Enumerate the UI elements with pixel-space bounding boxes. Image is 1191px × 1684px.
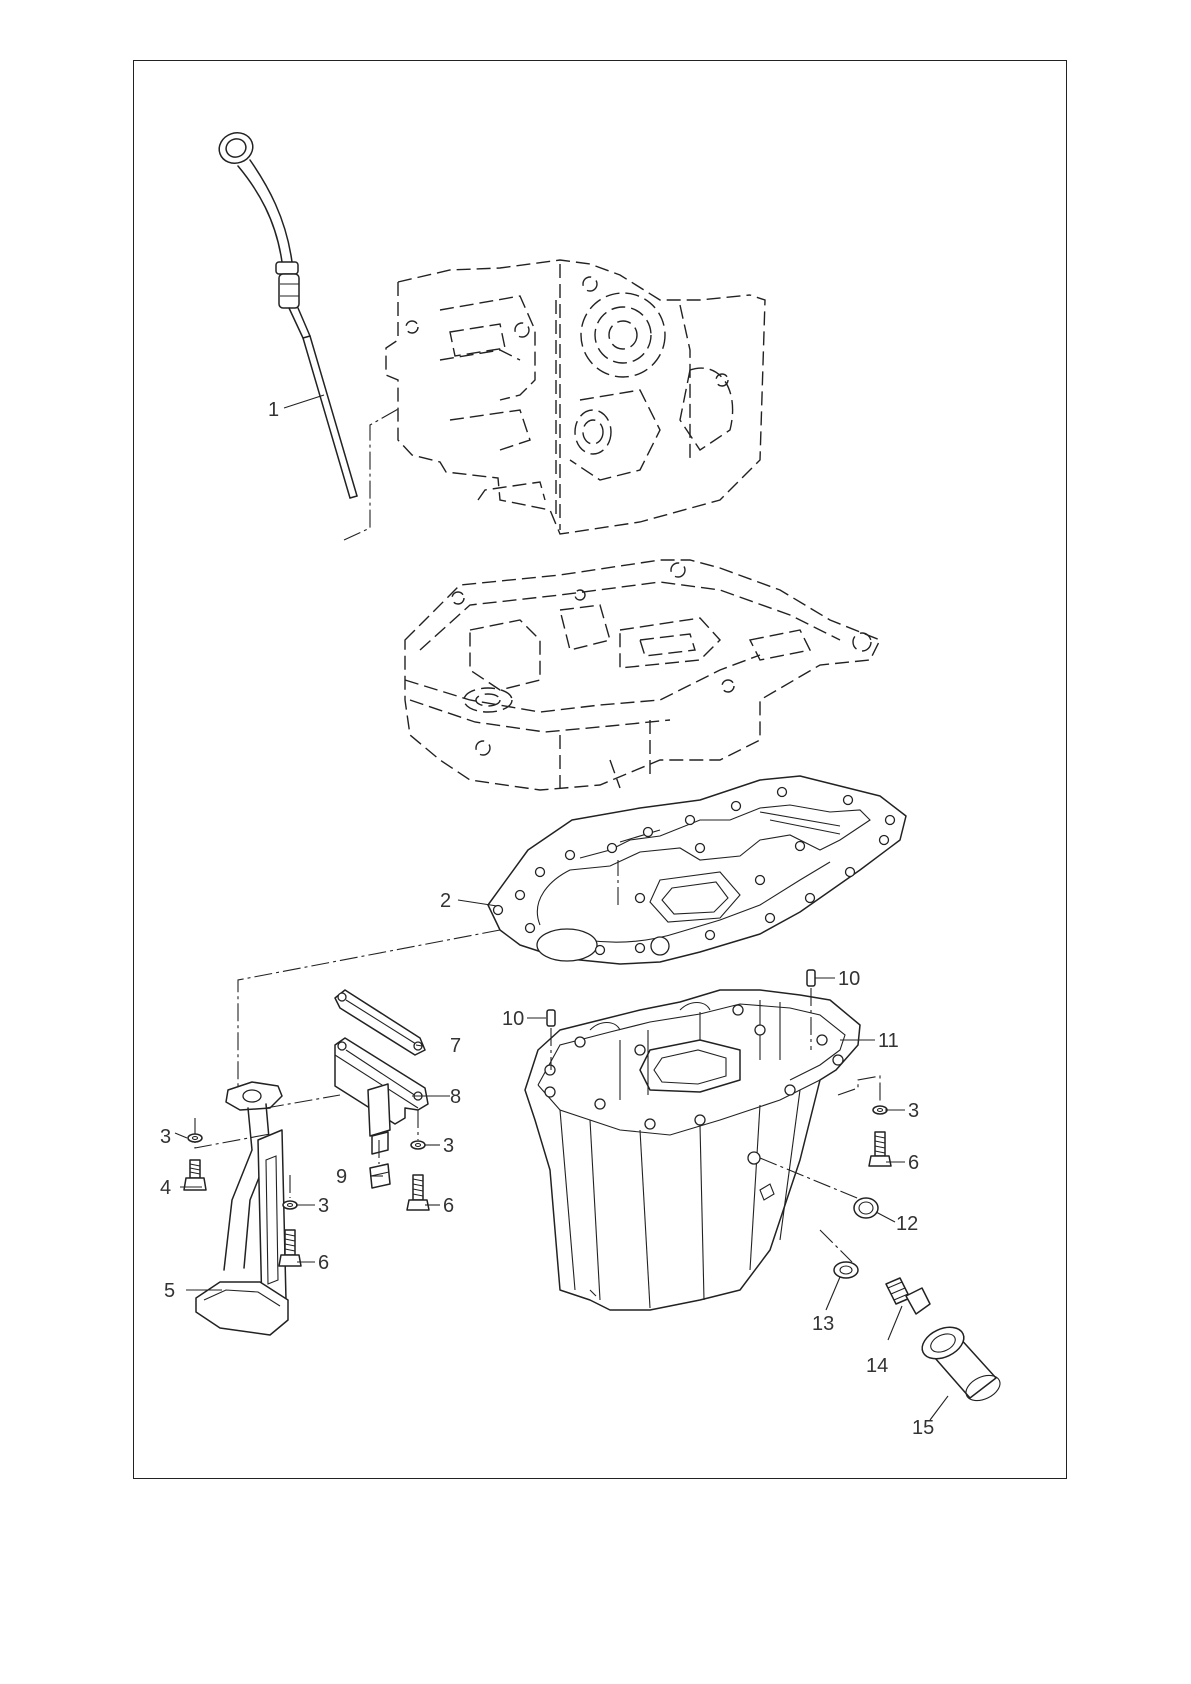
callout-4: 4 <box>160 1177 171 1199</box>
callout-5: 5 <box>164 1280 175 1302</box>
oil-strainer-part-5 <box>196 1082 288 1335</box>
drain-plug-part-12 <box>760 1158 878 1218</box>
callout-6-bracket: 6 <box>443 1195 454 1217</box>
callout-14: 14 <box>866 1355 888 1377</box>
bolt-part-4 <box>184 1160 206 1190</box>
callout-3-bracket: 3 <box>443 1135 454 1157</box>
dipstick-guide-line <box>344 408 400 540</box>
callout-8: 8 <box>450 1086 461 1108</box>
callout-12: 12 <box>896 1213 918 1235</box>
callout-10-right: 10 <box>838 968 860 990</box>
callout-15: 15 <box>912 1417 934 1439</box>
callout-3-left: 3 <box>160 1126 171 1148</box>
washer-part-3-mid <box>283 1201 297 1209</box>
bolt-part-6-right <box>869 1132 891 1166</box>
callout-9: 9 <box>336 1166 347 1188</box>
callout-6-left: 6 <box>318 1252 329 1274</box>
callout-2: 2 <box>440 890 451 912</box>
callout-7: 7 <box>450 1035 461 1057</box>
callout-11: 11 <box>878 1030 899 1052</box>
callout-6-right: 6 <box>908 1152 919 1174</box>
dowel-pin-part-10-right <box>807 970 815 1050</box>
callout-10-left: 10 <box>502 1008 524 1030</box>
gasket-part-2 <box>488 776 906 964</box>
gasket-washer-part-13 <box>820 1230 858 1278</box>
cap-part-15 <box>917 1321 1004 1406</box>
callout-3-mid: 3 <box>318 1195 329 1217</box>
lower-crankcase-phantom <box>405 560 880 790</box>
washer-part-3-bracket <box>411 1110 425 1149</box>
oil-pan-part-11 <box>525 990 860 1310</box>
callout-1: 1 <box>268 399 279 421</box>
callout-3-right: 3 <box>908 1100 919 1122</box>
washer-part-3-right <box>838 1076 887 1114</box>
washer-part-3-left <box>188 1134 202 1142</box>
engine-block-phantom <box>386 260 765 534</box>
drain-bolt-part-14 <box>886 1278 930 1314</box>
callout-13: 13 <box>812 1313 834 1335</box>
dipstick-part-1 <box>215 128 357 498</box>
